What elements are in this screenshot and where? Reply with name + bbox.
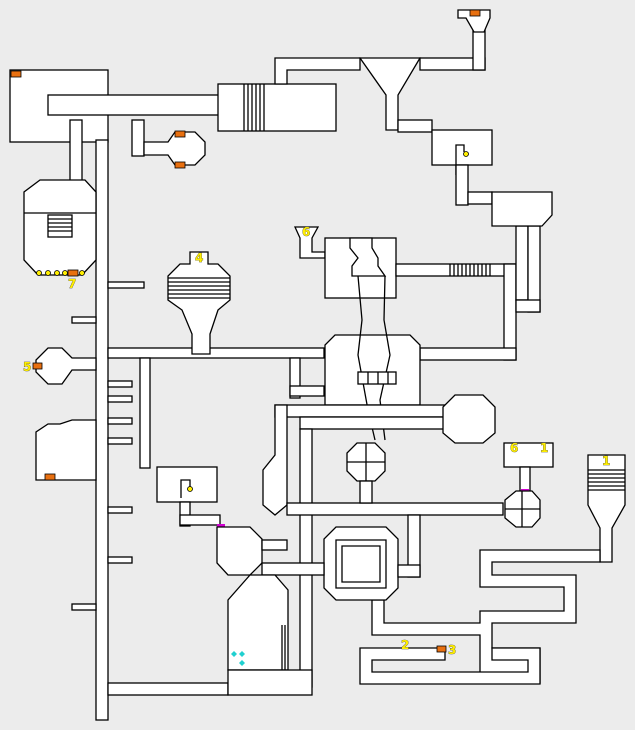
map-labels: 7 5 4 6 6 1 1 2 3 — [23, 225, 611, 658]
room-striped-top — [217, 83, 337, 132]
label-1: 1 — [602, 454, 610, 468]
loop-bottom — [359, 647, 541, 685]
label-6: 6 — [302, 225, 310, 239]
corridor-east-striped — [395, 263, 517, 277]
label-3: 3 — [448, 643, 456, 657]
stripes-left — [47, 214, 73, 238]
grate-central — [357, 371, 397, 385]
chest-icon[interactable] — [44, 473, 56, 481]
room-bottom-hopper — [227, 574, 289, 671]
top-horizontal-corridor — [47, 94, 221, 116]
chest-icon[interactable] — [10, 70, 22, 78]
room-5 — [35, 347, 97, 385]
room-6-1 — [503, 442, 554, 468]
chest-icon[interactable] — [67, 269, 79, 277]
room-top-small — [457, 9, 491, 33]
items — [10, 9, 481, 666]
chest-icon[interactable] — [436, 645, 447, 653]
switch-icon[interactable] — [463, 151, 469, 157]
stripes-right — [588, 469, 625, 491]
chest-icon[interactable] — [174, 161, 186, 169]
room-central — [324, 334, 421, 406]
door-magenta-lower[interactable] — [217, 524, 225, 527]
chest-icon[interactable] — [174, 130, 186, 138]
gem-icons — [231, 651, 245, 666]
room-lower-mid — [216, 526, 263, 576]
corridor-diag — [262, 404, 288, 516]
switch-icon[interactable] — [187, 486, 193, 492]
corridor-mid — [107, 347, 325, 359]
room-switch-lower — [156, 466, 218, 503]
label-7: 7 — [68, 277, 76, 291]
label-6: 6 — [510, 441, 518, 455]
room-top-right — [491, 191, 553, 227]
corridor-to-big-room — [69, 119, 83, 183]
room-east-octagon — [442, 394, 496, 444]
room-switch-top — [431, 129, 493, 166]
label-4: 4 — [195, 251, 203, 265]
stripes-4 — [168, 277, 230, 299]
room-pod — [131, 119, 145, 157]
stripes-top — [243, 84, 265, 131]
coin-row — [36, 270, 85, 276]
room-square — [323, 526, 399, 601]
room-1-hopper — [587, 454, 626, 563]
room-funnel-top — [358, 57, 422, 131]
corridors — [9, 9, 626, 721]
room-4-hopper — [167, 251, 231, 355]
chest-icon[interactable] — [469, 9, 481, 17]
chest-icon[interactable] — [32, 362, 43, 370]
corridor-top-mid — [274, 57, 361, 85]
label-5: 5 — [23, 360, 31, 374]
room-lower-left — [35, 419, 97, 481]
label-2: 2 — [401, 638, 409, 652]
stripes-east — [449, 264, 491, 276]
stripes-bottom — [281, 625, 286, 670]
corridor-bottom — [107, 682, 229, 696]
main-vertical-corridor — [95, 139, 109, 721]
label-1: 1 — [540, 441, 548, 455]
